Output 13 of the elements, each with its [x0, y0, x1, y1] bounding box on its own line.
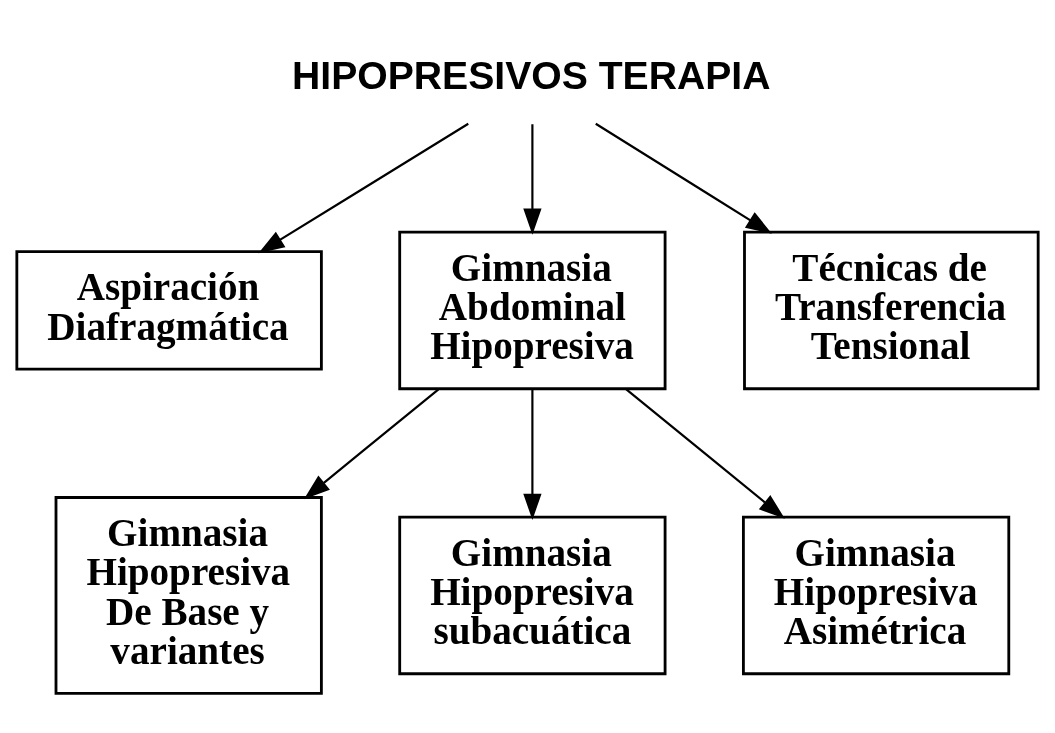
node-box: Gimnasia Hipopresiva Asimétrica: [742, 515, 1011, 675]
node-box: Aspiración Diafragmática: [15, 249, 323, 371]
node-box: Gimnasia Hipopresiva De Base y variantes: [54, 495, 323, 695]
node-text: HIPOPRESIVOS TERAPIA: [292, 53, 771, 97]
arrow: [625, 387, 785, 519]
arrow: [258, 122, 469, 253]
node-box: Gimnasia Hipopresiva subacuática: [398, 515, 667, 675]
arrow: [595, 122, 772, 234]
arrow: [523, 123, 542, 235]
node-box: Técnicas de Transferencia Tensional: [743, 230, 1040, 390]
node-box: Gimnasia Abdominal Hipopresiva: [398, 230, 667, 390]
arrow: [303, 387, 440, 499]
arrow: [523, 388, 542, 520]
